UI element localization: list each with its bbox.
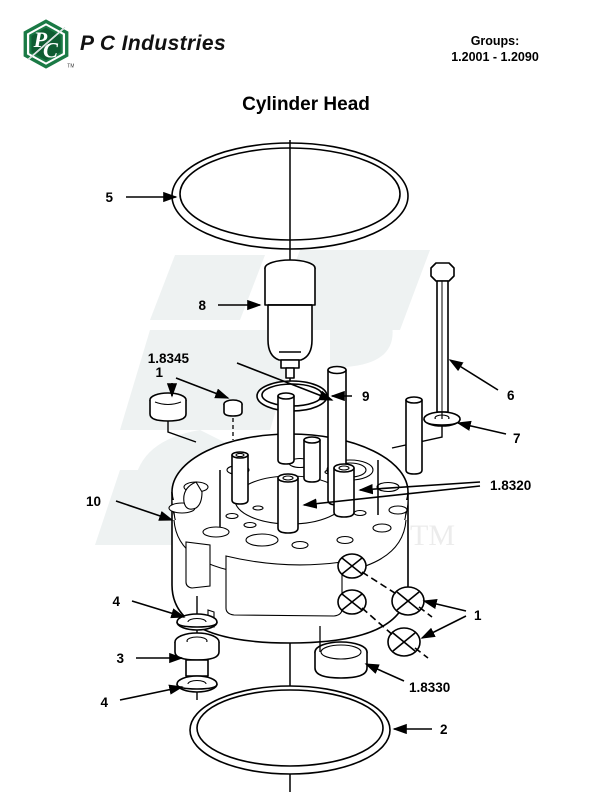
groups-label: Groups: <box>470 34 520 48</box>
plug-cup-leader <box>167 421 197 443</box>
callout-1-upper: 1 <box>155 365 163 380</box>
callout-1-8345: 1.8345 <box>148 351 190 366</box>
part-plug-small <box>223 399 243 440</box>
part-bolt-washer <box>423 411 461 427</box>
callout-leaders <box>115 191 507 735</box>
callout-3: 3 <box>116 651 124 666</box>
callout-10: 10 <box>86 494 101 509</box>
part-valve-sleeves <box>219 365 423 534</box>
groups-block: Groups: 1.2001 - 1.2090 <box>390 34 600 65</box>
part-lower-o-ring <box>189 685 391 775</box>
callout-9: 9 <box>362 389 370 404</box>
part-stud-stack <box>174 596 220 700</box>
callout-6: 6 <box>507 388 515 403</box>
brand-block: P C TM P C Industries <box>18 16 226 72</box>
part-injector-body <box>264 259 316 379</box>
callout-1-8320: 1.8320 <box>490 478 531 493</box>
callout-2: 2 <box>440 722 448 737</box>
page-header: P C TM P C Industries Groups: 1.2001 - 1… <box>0 0 612 86</box>
callout-7: 7 <box>513 431 521 446</box>
svg-text:TM: TM <box>67 64 74 70</box>
callout-5: 5 <box>105 190 113 205</box>
part-pipe-plugs <box>337 553 433 659</box>
brand-name: P C Industries <box>80 32 227 55</box>
part-plug-cup-upper <box>149 392 187 422</box>
pc-hexagon-logo-icon: P C TM <box>23 19 74 70</box>
callout-4-upper: 4 <box>112 594 120 609</box>
callout-1-lower: 1 <box>474 608 482 623</box>
page-title: Cylinder Head <box>242 94 370 115</box>
callout-1-8330: 1.8330 <box>409 680 450 695</box>
part-hex-head-bolt <box>430 262 455 413</box>
watermark-tm-text: TM <box>410 519 455 552</box>
callout-labels: 5 8 1.8345 1 9 6 7 1.8320 10 4 3 4 1 1.8… <box>86 190 531 737</box>
part-cylinder-head-body <box>168 433 409 644</box>
callout-4-lower: 4 <box>100 695 108 710</box>
callout-8: 8 <box>198 298 206 313</box>
groups-range: 1.2001 - 1.2090 <box>451 50 539 64</box>
